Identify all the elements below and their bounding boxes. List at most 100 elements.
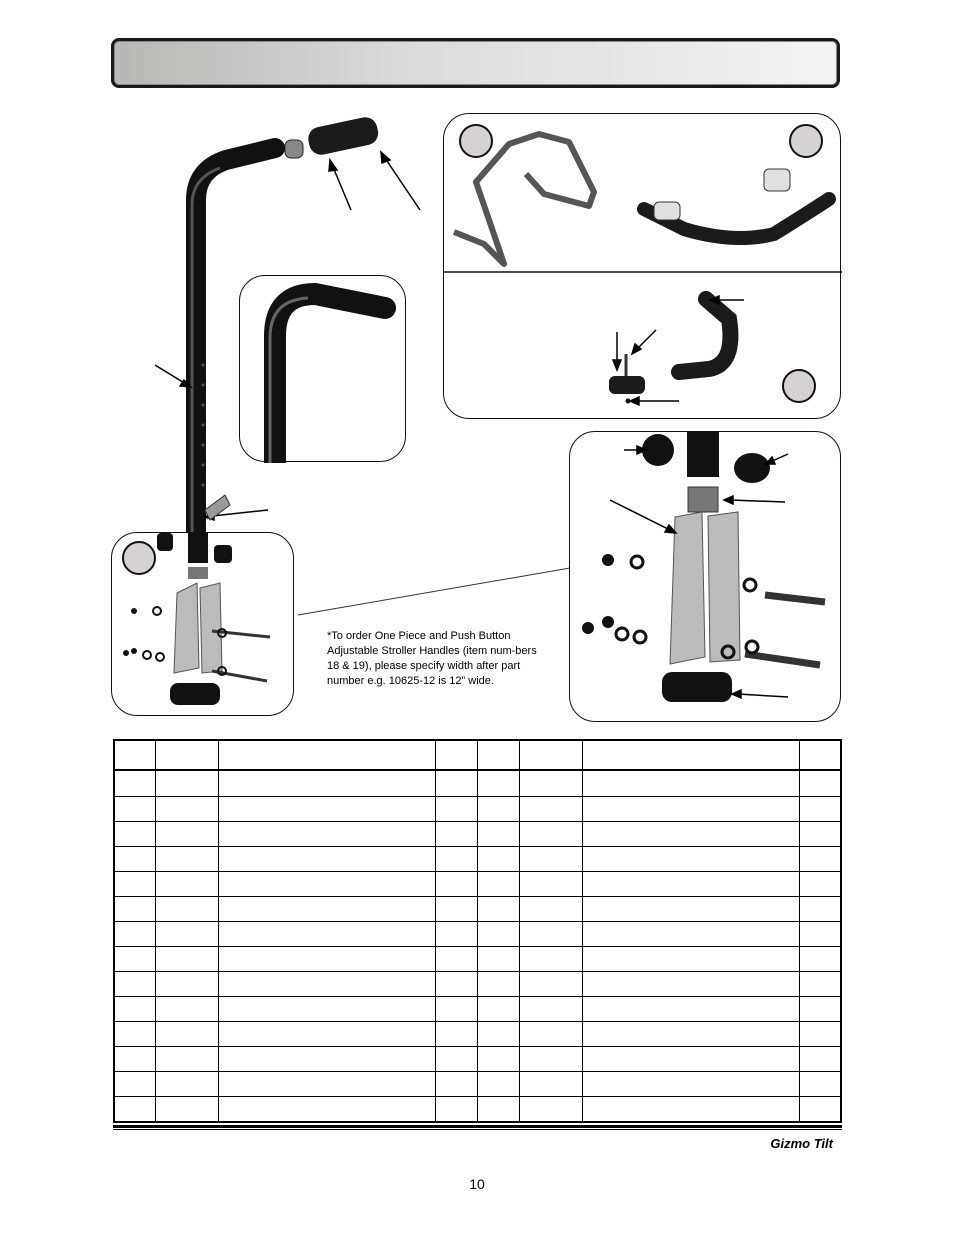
- table-cell: [581, 1070, 800, 1097]
- table-cell: [154, 739, 219, 772]
- table-row: [113, 945, 842, 972]
- table-cell: [434, 820, 478, 847]
- table-cell: [154, 945, 219, 972]
- table-cell: [581, 970, 800, 997]
- table-cell: [434, 970, 478, 997]
- table-cell: [476, 970, 520, 997]
- table-cell: [581, 995, 800, 1022]
- table-cell: [798, 920, 842, 947]
- table-row: [113, 1020, 842, 1047]
- table-cell: [434, 1045, 478, 1072]
- table-cell: [476, 1045, 520, 1072]
- table-cell: [154, 895, 219, 922]
- table-cell: [113, 970, 156, 997]
- handle-tube: [186, 138, 285, 570]
- table-cell: [113, 870, 156, 897]
- table-cell: [581, 895, 800, 922]
- table-cell: [434, 1095, 478, 1123]
- table-cell: [798, 870, 842, 897]
- table-row: [113, 769, 842, 797]
- table-cell: [798, 995, 842, 1022]
- table-cell: [154, 995, 219, 1022]
- table-cell: [434, 945, 478, 972]
- table-cell: [518, 870, 583, 897]
- table-cell: [518, 795, 583, 822]
- table-cell: [434, 1070, 478, 1097]
- table-cell: [154, 1020, 219, 1047]
- table-cell: [154, 845, 219, 872]
- table-cell: [798, 820, 842, 847]
- table-cell: [434, 769, 478, 797]
- footer-rule: [113, 1125, 842, 1128]
- table-cell: [518, 769, 583, 797]
- table-cell: [434, 920, 478, 947]
- item-circle-d: [122, 541, 156, 575]
- mount-assembly-panel: [111, 532, 294, 716]
- table-row: [113, 995, 842, 1022]
- table-cell: [798, 970, 842, 997]
- footer-title: Gizmo Tilt: [770, 1136, 833, 1151]
- table-cell: [476, 739, 520, 772]
- table-cell: [581, 739, 800, 772]
- table-cell: [217, 1045, 436, 1072]
- table-cell: [154, 920, 219, 947]
- table-cell: [798, 895, 842, 922]
- table-row: [113, 895, 842, 922]
- table-row: [113, 1095, 842, 1123]
- table-cell: [581, 769, 800, 797]
- table-cell: [113, 995, 156, 1022]
- table-cell: [518, 1070, 583, 1097]
- table-cell: [434, 870, 478, 897]
- table-row: [113, 1045, 842, 1072]
- table-cell: [113, 795, 156, 822]
- table-cell: [798, 739, 842, 772]
- table-cell: [476, 895, 520, 922]
- table-cell: [434, 739, 478, 772]
- table-cell: [217, 1020, 436, 1047]
- table-cell: [217, 1095, 436, 1123]
- table-cell: [217, 945, 436, 972]
- table-cell: [476, 995, 520, 1022]
- item-circle-a: [459, 124, 493, 158]
- table-cell: [581, 795, 800, 822]
- table-cell: [581, 845, 800, 872]
- table-cell: [581, 945, 800, 972]
- table-cell: [434, 1020, 478, 1047]
- table-cell: [476, 945, 520, 972]
- tube-detail-panel: [239, 275, 406, 463]
- table-cell: [154, 1095, 219, 1123]
- table-cell: [154, 1045, 219, 1072]
- table-cell: [518, 895, 583, 922]
- table-cell: [154, 870, 219, 897]
- table-cell: [518, 945, 583, 972]
- table-cell: [798, 795, 842, 822]
- ordering-note: *To order One Piece and Push Button Adju…: [327, 630, 537, 687]
- table-header-row: [113, 739, 842, 772]
- table-cell: [113, 1020, 156, 1047]
- table-cell: [154, 1070, 219, 1097]
- table-cell: [217, 769, 436, 797]
- table-cell: [798, 945, 842, 972]
- table-row: [113, 920, 842, 947]
- table-cell: [798, 1070, 842, 1097]
- table-cell: [154, 820, 219, 847]
- table-cell: [217, 820, 436, 847]
- table-cell: [217, 995, 436, 1022]
- table-cell: [217, 795, 436, 822]
- table-cell: [518, 1045, 583, 1072]
- plug: [284, 139, 304, 159]
- table-cell: [113, 739, 156, 772]
- table-cell: [217, 845, 436, 872]
- table-cell: [113, 945, 156, 972]
- table-cell: [518, 920, 583, 947]
- table-cell: [798, 1095, 842, 1123]
- table-cell: [476, 870, 520, 897]
- table-cell: [518, 845, 583, 872]
- table-row: [113, 795, 842, 822]
- table-cell: [113, 1070, 156, 1097]
- table-cell: [476, 769, 520, 797]
- table-cell: [434, 995, 478, 1022]
- table-cell: [518, 820, 583, 847]
- table-cell: [581, 1045, 800, 1072]
- table-cell: [113, 920, 156, 947]
